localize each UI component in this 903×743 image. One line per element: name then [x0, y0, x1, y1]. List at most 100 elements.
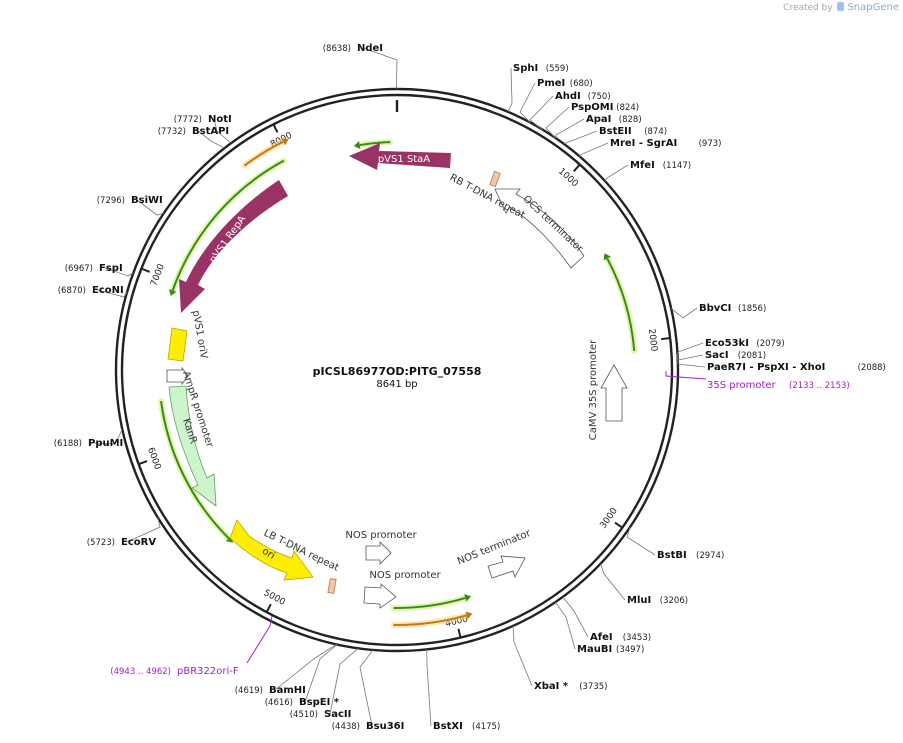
site-name-apai: ApaI: [586, 114, 611, 125]
site-bsiwi[interactable]: BsiWI(7296): [97, 195, 165, 216]
feature-nos-promoter-1-arrow[interactable]: [365, 541, 392, 565]
feature-pvs1-staa-arrow[interactable]: [349, 143, 451, 170]
site-pos-sphi: (559): [546, 64, 569, 74]
site-econi[interactable]: EcoNI(6870): [58, 285, 128, 298]
site-pos-xbai: (3735): [579, 682, 607, 692]
site-leader-pmei: [519, 82, 536, 123]
site-bsu36i[interactable]: Bsu36I(4438): [332, 649, 405, 732]
site-leader-xbai: [512, 625, 533, 687]
tick-label-2000: 2000: [646, 328, 659, 352]
site-pos-ecorv: (5723): [87, 538, 115, 548]
credit-brand: SnapGene: [847, 2, 899, 13]
site-mfei[interactable]: MfeI(1147): [604, 160, 691, 182]
site-pmei[interactable]: PmeI(680): [519, 78, 593, 123]
site-name-bbvci: BbvCI: [699, 303, 731, 314]
feature-nos-terminator-arrow[interactable]: [487, 555, 526, 579]
site-name-fspi: FspI: [99, 263, 123, 274]
site-leader-bstbi: [626, 526, 656, 556]
tick-label-1000: 1000: [556, 167, 580, 190]
site-pos-paer7i-pspxi-xhoi: (2088): [858, 363, 886, 373]
orf-arc-bottom-orange-head: [465, 611, 473, 620]
plasmid-name: pICSL86977OD:PITG_07558: [313, 365, 482, 378]
site-name-mfei: MfeI: [630, 160, 655, 171]
feature-camv35s-promoter-arrow[interactable]: [600, 364, 628, 422]
site-bstbi[interactable]: BstBI (2974): [626, 526, 724, 561]
tick-mark-8000: [272, 123, 279, 133]
site-pos-saci: (2081): [738, 351, 766, 361]
site-name-paer7i-pspxi-xhoi: PaeR7I - PspXI - XhoI: [707, 362, 825, 373]
feature-ocs-terminator-arrow[interactable]: [494, 188, 585, 269]
feature-rb-tdna-repeat-box[interactable]: [489, 170, 501, 188]
site-mrei-sgrai[interactable]: MreI - SgrAI(973): [579, 138, 722, 157]
site-pos-bspei: (4616): [265, 698, 293, 708]
feature-nos-promoter-2-label: NOS promoter: [369, 570, 441, 581]
site-xbai[interactable]: XbaI *(3735): [512, 625, 607, 692]
site-leader-bbvci: [670, 307, 698, 319]
site-name-ppumi: PpuMI: [88, 438, 123, 449]
site-name-bstbi: BstBI: [657, 550, 687, 561]
orf-arc-orange-top[interactable]: [243, 140, 284, 167]
site-leader-bstxi: [426, 649, 432, 727]
site-name-eco53ki: Eco53kI: [705, 338, 749, 349]
site-mlui[interactable]: MluI(3206): [600, 563, 688, 606]
site-name-bstapi: BstAPI: [192, 126, 229, 137]
site-ndei[interactable]: NdeI(8638): [323, 43, 398, 90]
orf-arc-right[interactable]: [606, 258, 636, 352]
orf-arc-bottom-orange[interactable]: [393, 614, 467, 626]
feature-pvs1-oriv-box[interactable]: [167, 327, 188, 362]
site-bbvci[interactable]: BbvCI(1856): [670, 303, 766, 319]
site-bsteii[interactable]: BstEII(874): [563, 126, 667, 145]
feature-ampr-promoter-arrow[interactable]: [166, 366, 189, 386]
site-ppumi[interactable]: PpuMI(6188): [54, 429, 124, 449]
feature-pvs1-oriv-label: pVS1 oriV: [190, 310, 209, 360]
orf-arc-kanr[interactable]: [160, 401, 230, 540]
site-leader-bamhi: [274, 644, 337, 691]
site-name-pmei: PmeI: [537, 78, 565, 89]
feature-pvs1-staa-label: pVS1 StaA: [378, 154, 430, 165]
feature-camv35s-promoter-label: CaMV 35S promoter: [588, 339, 599, 440]
site-bspei[interactable]: BspEI *(4616): [265, 644, 340, 708]
site-noti[interactable]: NotI(7772): [174, 114, 232, 144]
feature-pvs1-repa-arrow[interactable]: [179, 180, 288, 313]
site-leader-ahdi: [529, 95, 554, 131]
site-leader-fspi: [104, 267, 134, 277]
site-bstapi[interactable]: BstAPI(7732): [158, 126, 229, 149]
site-pos-eco53ki: (2079): [756, 339, 784, 349]
plasmid-length: 8641 bp: [376, 379, 417, 390]
feature-kanr-arrow[interactable]: [168, 385, 217, 507]
orf-arc-staa[interactable]: [359, 141, 391, 147]
site-pos-apai: (828): [619, 115, 642, 125]
site-leader-bstapi: [197, 130, 225, 149]
site-afei[interactable]: AfeI (3453): [562, 596, 651, 643]
orf-arc-bottom-green[interactable]: [393, 597, 466, 609]
primer-pbr322ori-f[interactable]: (4943 .. 4962) pBR322ori-F: [110, 615, 273, 677]
site-bstxi[interactable]: BstXI(4175): [426, 649, 501, 732]
site-maubi[interactable]: MauBI(3497): [555, 601, 644, 655]
orf-arc-repa[interactable]: [171, 159, 285, 291]
site-fspi[interactable]: FspI(6967): [65, 263, 134, 277]
primer-35s-promoter[interactable]: 35S promoter (2133 .. 2153): [665, 371, 850, 391]
site-paer7i-pspxi-xhoi[interactable]: PaeR7I - PspXI - XhoI (2088): [677, 355, 886, 373]
site-pspomi[interactable]: PspOMI(824): [545, 102, 639, 139]
orf-arc-right-glow: [604, 255, 638, 354]
feature-ori-arrow[interactable]: [229, 519, 314, 581]
feature-nos-promoter-2-arrow[interactable]: [363, 583, 397, 609]
site-sphi[interactable]: SphI(559): [507, 63, 569, 113]
site-saci[interactable]: SacI(2081): [677, 350, 767, 361]
tick-label-6000: 6000: [145, 446, 162, 471]
site-pos-bstbi: (2974): [696, 551, 724, 561]
site-eco53ki[interactable]: Eco53kI (2079): [677, 338, 785, 354]
site-ahdi[interactable]: AhdI(750): [529, 91, 611, 131]
site-name-afei: AfeI: [590, 632, 613, 643]
backbone-outer-ring: [114, 87, 680, 653]
site-leader-afei: [562, 596, 589, 638]
site-pos-maubi: (3497): [616, 645, 644, 655]
site-bamhi[interactable]: BamHI(4619): [235, 644, 337, 696]
site-leader-ecorv: [126, 517, 161, 543]
tick-mark-6000: [138, 460, 148, 466]
feature-lb-tdna-repeat-box[interactable]: [327, 578, 337, 594]
site-pos-afei: (3453): [623, 633, 651, 643]
site-apai[interactable]: ApaI (828): [555, 114, 642, 139]
site-ecorv[interactable]: EcoRV(5723): [87, 517, 161, 548]
site-sacii[interactable]: SacII(4510): [290, 648, 359, 720]
